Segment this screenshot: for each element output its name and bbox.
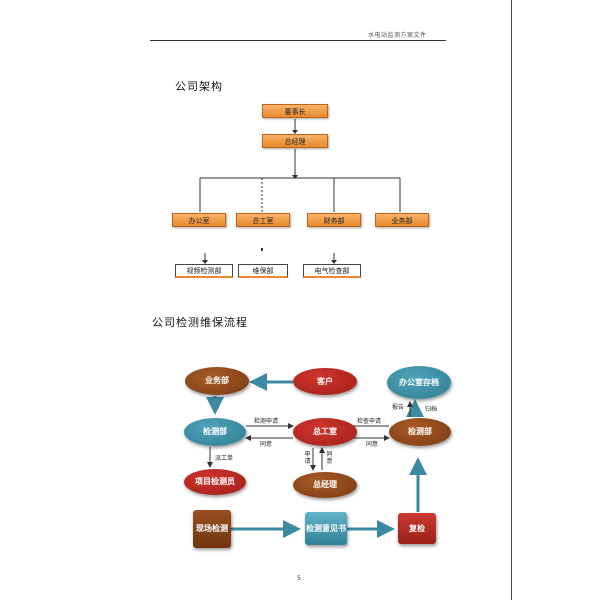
page-header: 水电站监测方案文件 — [368, 32, 427, 39]
flow-label-agree-left: 同意 — [260, 441, 273, 448]
flow-node-project-leader: 项目检测员 — [184, 469, 246, 495]
flow-node-client: 客户 — [293, 368, 357, 395]
org-section-title: 公司架构 — [175, 80, 223, 93]
flow-label-vertical-apply: 申请 — [304, 451, 311, 465]
flow-label-apply-left: 检测申请 — [254, 418, 279, 425]
org-general-manager: 总经理 — [262, 134, 328, 148]
flow-node-review: 复检 — [398, 513, 436, 544]
org-sub-maintenance: 维保部 — [238, 264, 288, 278]
flow-node-site-detect: 现场检测 — [193, 510, 231, 548]
page-number: 5 — [297, 575, 301, 582]
flow-node-general-manager: 总经理 — [293, 472, 357, 498]
flow-label-apply-right: 检查申请 — [357, 418, 382, 425]
org-dept-chief-engineer: 总工室 — [236, 213, 290, 227]
page-edge-line — [511, 0, 512, 600]
flow-node-office-archive: 办公室存档 — [387, 366, 451, 399]
flow-node-detect-right: 检测部 — [389, 418, 451, 446]
org-dept-business: 业务部 — [375, 213, 429, 227]
flow-label-work-order: 派工单 — [215, 455, 234, 462]
org-chairman: 董事长 — [262, 104, 328, 118]
org-sub-electrical: 电气检查部 — [303, 264, 361, 278]
flow-node-chief-office: 总工室 — [293, 418, 357, 446]
flow-node-business: 业务部 — [185, 367, 249, 395]
flow-label-vertical-agree: 同意 — [326, 451, 333, 465]
org-dept-finance: 财务部 — [307, 213, 361, 227]
header-rule — [150, 40, 446, 41]
flow-label-agree-right: 同意 — [366, 441, 379, 448]
org-dept-office: 办公室 — [172, 213, 226, 227]
flow-label-report-up: 报告 — [392, 404, 405, 411]
flow-label-archive: 归档 — [425, 406, 438, 413]
flow-node-report: 检测意见书 — [305, 512, 347, 545]
flow-section-title: 公司检测维保流程 — [152, 316, 248, 329]
flow-node-detect-left: 检测部 — [184, 418, 246, 446]
org-sub-video-inspection: 视频检测部 — [175, 264, 233, 278]
